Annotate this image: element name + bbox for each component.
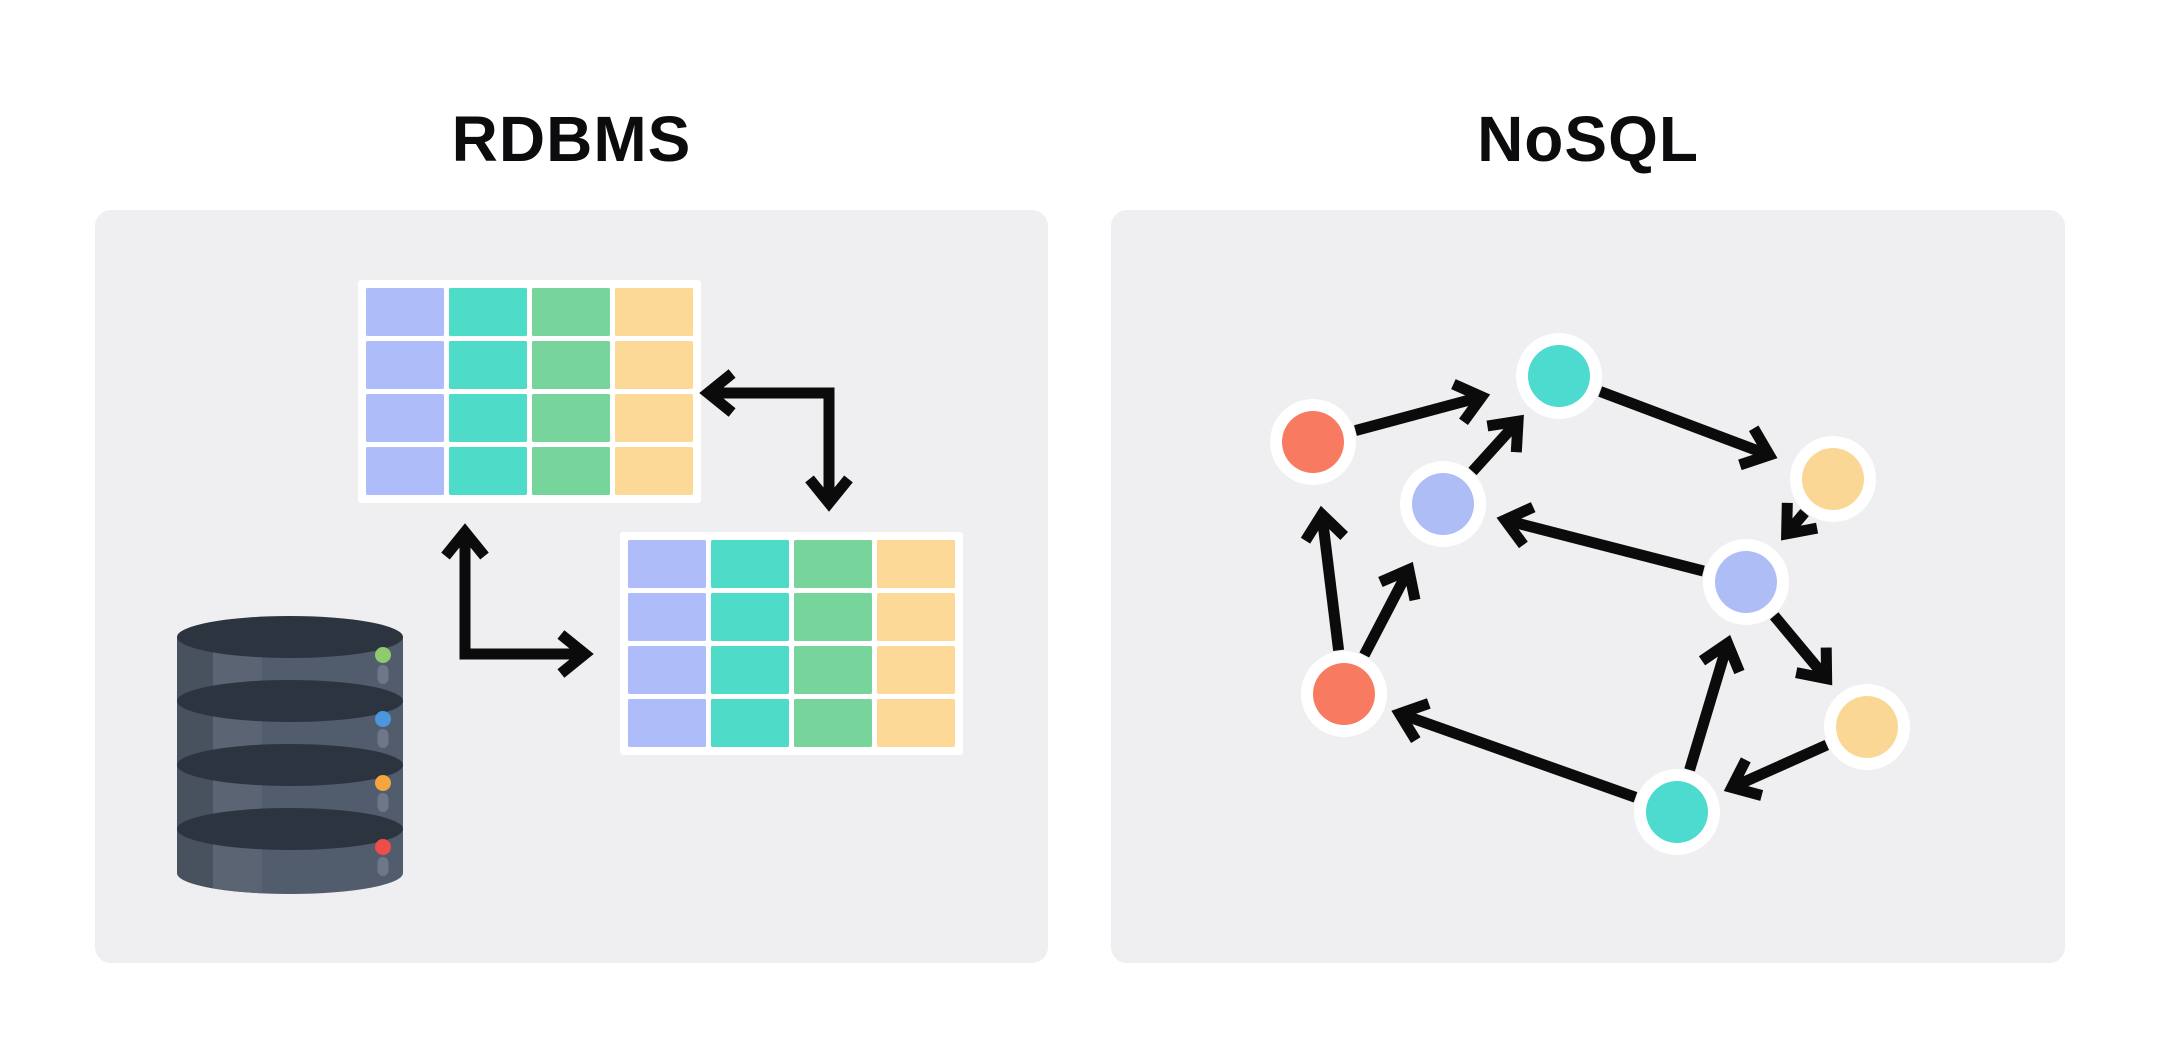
node-circle bbox=[1802, 448, 1864, 510]
table-cell bbox=[877, 540, 955, 588]
arrowhead bbox=[1391, 698, 1431, 743]
table-cell bbox=[449, 288, 527, 336]
arrowhead bbox=[805, 475, 853, 512]
graph-node-lavender-1 bbox=[1400, 461, 1486, 547]
cylinder-cap bbox=[177, 616, 403, 658]
table-cell bbox=[615, 394, 693, 442]
table-cell bbox=[877, 646, 955, 694]
table-cell bbox=[794, 699, 872, 747]
cylinder-cap bbox=[177, 744, 403, 786]
arrowhead bbox=[441, 523, 489, 560]
arrowhead bbox=[1496, 502, 1536, 549]
table-cell bbox=[615, 288, 693, 336]
graph-node-teal-1 bbox=[1516, 333, 1602, 419]
relationship-arrow bbox=[441, 523, 594, 678]
node-circle bbox=[1836, 696, 1898, 758]
nosql-panel bbox=[1111, 210, 2065, 963]
arrowhead bbox=[557, 630, 594, 678]
arrowhead bbox=[1738, 425, 1778, 471]
table-cell bbox=[711, 593, 789, 641]
table-cell bbox=[628, 699, 706, 747]
graph-node-lavender-2 bbox=[1703, 539, 1789, 625]
nosql-title: NoSQL bbox=[1477, 103, 1699, 175]
table-background bbox=[620, 532, 963, 755]
relationship-arrow bbox=[699, 369, 853, 512]
node-circle bbox=[1313, 663, 1375, 725]
table-cell bbox=[794, 646, 872, 694]
table-cell bbox=[628, 540, 706, 588]
graph-edge bbox=[1781, 502, 1819, 541]
graph-node-yellow-1 bbox=[1790, 436, 1876, 522]
table-cell bbox=[366, 288, 444, 336]
cylinder-cap bbox=[177, 808, 403, 850]
relational-table-2 bbox=[620, 532, 963, 755]
table-cell bbox=[877, 593, 955, 641]
status-dot bbox=[375, 839, 391, 855]
table-cell bbox=[628, 593, 706, 641]
drive-slot bbox=[377, 729, 389, 748]
graph-edge bbox=[1354, 379, 1491, 436]
graph-edge bbox=[1391, 698, 1638, 803]
arrowhead bbox=[1795, 647, 1833, 686]
table-cell bbox=[366, 447, 444, 495]
table-background bbox=[358, 280, 701, 503]
table-cell bbox=[532, 341, 610, 389]
graph-edge bbox=[1468, 414, 1524, 476]
node-circle bbox=[1412, 473, 1474, 535]
arrowhead bbox=[1781, 502, 1819, 541]
node-circle bbox=[1646, 781, 1708, 843]
arrowhead bbox=[699, 369, 736, 417]
table-cell bbox=[877, 699, 955, 747]
drive-slot bbox=[377, 665, 389, 684]
status-dot bbox=[375, 775, 391, 791]
table-cell bbox=[628, 646, 706, 694]
arrowhead bbox=[1300, 505, 1349, 544]
relational-table-1 bbox=[358, 280, 701, 503]
graph-edge bbox=[1300, 505, 1349, 651]
table-cell bbox=[794, 593, 872, 641]
table-cell bbox=[449, 394, 527, 442]
graph-node-red-1 bbox=[1270, 399, 1356, 485]
graph-edge bbox=[1723, 739, 1830, 801]
graph-edge bbox=[1769, 612, 1833, 686]
node-circle bbox=[1528, 345, 1590, 407]
status-dot bbox=[375, 711, 391, 727]
table-cell bbox=[711, 699, 789, 747]
graph-edge bbox=[1359, 561, 1421, 658]
table-cell bbox=[449, 447, 527, 495]
table-cell bbox=[366, 341, 444, 389]
status-dot bbox=[375, 647, 391, 663]
node-circle bbox=[1282, 411, 1344, 473]
drive-slot bbox=[377, 793, 389, 812]
arrowhead bbox=[1451, 379, 1491, 426]
table-cell bbox=[794, 540, 872, 588]
table-cell bbox=[615, 447, 693, 495]
graph-edge bbox=[1598, 386, 1778, 471]
graph-node-red-2 bbox=[1301, 651, 1387, 737]
arrowhead bbox=[1698, 634, 1745, 675]
graph-node-teal-2 bbox=[1634, 769, 1720, 855]
graph-edge bbox=[1496, 502, 1705, 577]
rdbms-title: RDBMS bbox=[451, 103, 692, 175]
table-cell bbox=[532, 394, 610, 442]
table-cell bbox=[711, 540, 789, 588]
graph-edges bbox=[1300, 379, 1833, 803]
arrowhead bbox=[1723, 757, 1764, 801]
table-cell bbox=[532, 447, 610, 495]
arrowhead bbox=[1378, 561, 1421, 602]
drive-slot bbox=[377, 857, 389, 876]
arrowhead bbox=[1486, 414, 1524, 453]
table-cell bbox=[532, 288, 610, 336]
database-icon bbox=[177, 616, 403, 894]
table-cell bbox=[711, 646, 789, 694]
graph-nodes bbox=[1270, 333, 1910, 855]
graph-node-yellow-2 bbox=[1824, 684, 1910, 770]
cylinder-cap bbox=[177, 680, 403, 722]
table-cell bbox=[615, 341, 693, 389]
graph-edge bbox=[1684, 634, 1745, 772]
table-cell bbox=[449, 341, 527, 389]
node-circle bbox=[1715, 551, 1777, 613]
table-cell bbox=[366, 394, 444, 442]
